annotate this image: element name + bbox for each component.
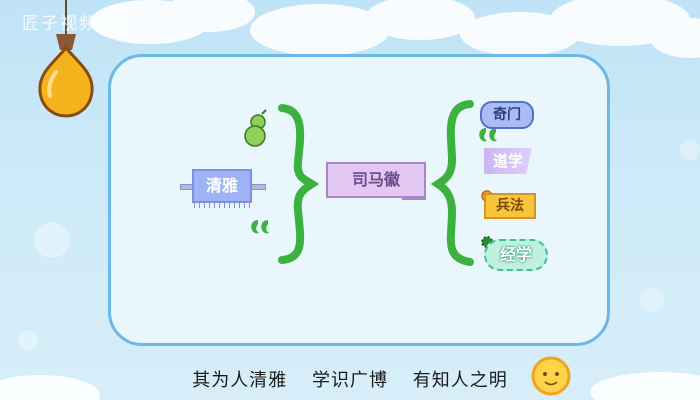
node-qingya: 清雅 — [180, 167, 266, 208]
node-daoxue: 道学 — [484, 148, 532, 174]
node-ticks — [194, 203, 250, 208]
node-jingxue: 经学 — [484, 239, 548, 271]
watermark-logo: 匠子视频 — [22, 14, 98, 34]
node-simahui: 司马徽 — [326, 162, 426, 198]
lamp-icon — [38, 0, 94, 118]
node-bingfa: 兵法 — [484, 193, 536, 219]
quote-mark-icon — [479, 128, 497, 142]
gourd-icon — [244, 109, 267, 147]
subtitle-part-3: 有知人之明 — [412, 370, 508, 391]
subtitle-part-2: 学识广博 — [312, 370, 388, 391]
node-qimen: 奇门 — [480, 101, 534, 129]
right-brace — [430, 100, 474, 266]
bubble-decor — [18, 140, 700, 350]
sun-icon — [531, 356, 571, 396]
subtitle-caption: 其为人清雅 学识广博 有知人之明 — [0, 366, 700, 392]
node-qingya-label: 清雅 — [192, 169, 252, 203]
left-brace — [278, 104, 320, 264]
quote-mark-icon — [251, 220, 269, 234]
subtitle-part-1: 其为人清雅 — [192, 370, 288, 391]
